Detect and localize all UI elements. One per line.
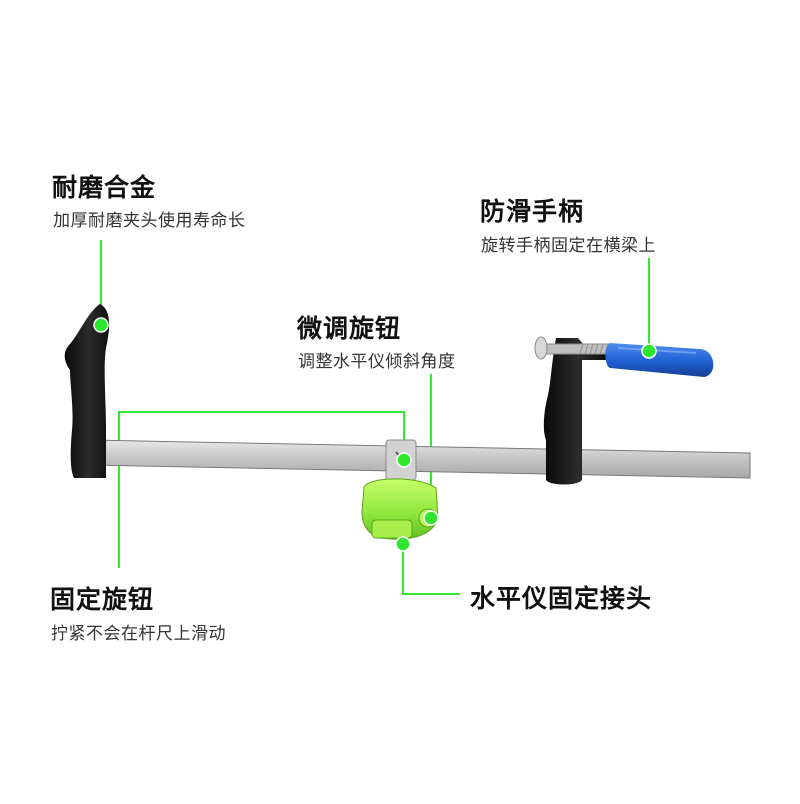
level-connector-title: 水平仪固定接头 xyxy=(470,584,653,613)
sliding-jaw xyxy=(543,338,606,485)
marker-dot-fix-knob xyxy=(396,452,412,468)
leader-line-level-connector xyxy=(402,545,460,595)
screw-rod xyxy=(534,336,611,360)
alloy-title: 耐磨合金 xyxy=(52,173,157,202)
fixed-jaw xyxy=(64,304,110,478)
fine-knob-title: 微调旋钮 xyxy=(297,314,402,343)
marker-dots xyxy=(93,317,657,552)
fine-knob-desc: 调整水平仪倾斜角度 xyxy=(298,352,456,372)
leader-line-fix-knob xyxy=(118,411,405,568)
fix-knob-desc: 拧紧不会在杆尺上滑动 xyxy=(51,624,226,644)
marker-dot-fine-knob xyxy=(423,510,439,526)
marker-dot-alloy xyxy=(93,317,109,333)
alloy-desc: 加厚耐磨夹头使用寿命长 xyxy=(53,211,246,231)
handle-title: 防滑手柄 xyxy=(480,197,585,226)
marker-dot-handle xyxy=(641,343,657,359)
marker-dot-level-connector xyxy=(395,536,411,552)
swivel-pad xyxy=(534,336,548,360)
blue-handle xyxy=(605,343,714,377)
handle-desc: 旋转手柄固定在横梁上 xyxy=(481,236,656,256)
fix-knob-title: 固定旋钮 xyxy=(50,585,155,614)
rail-bar xyxy=(89,439,751,479)
